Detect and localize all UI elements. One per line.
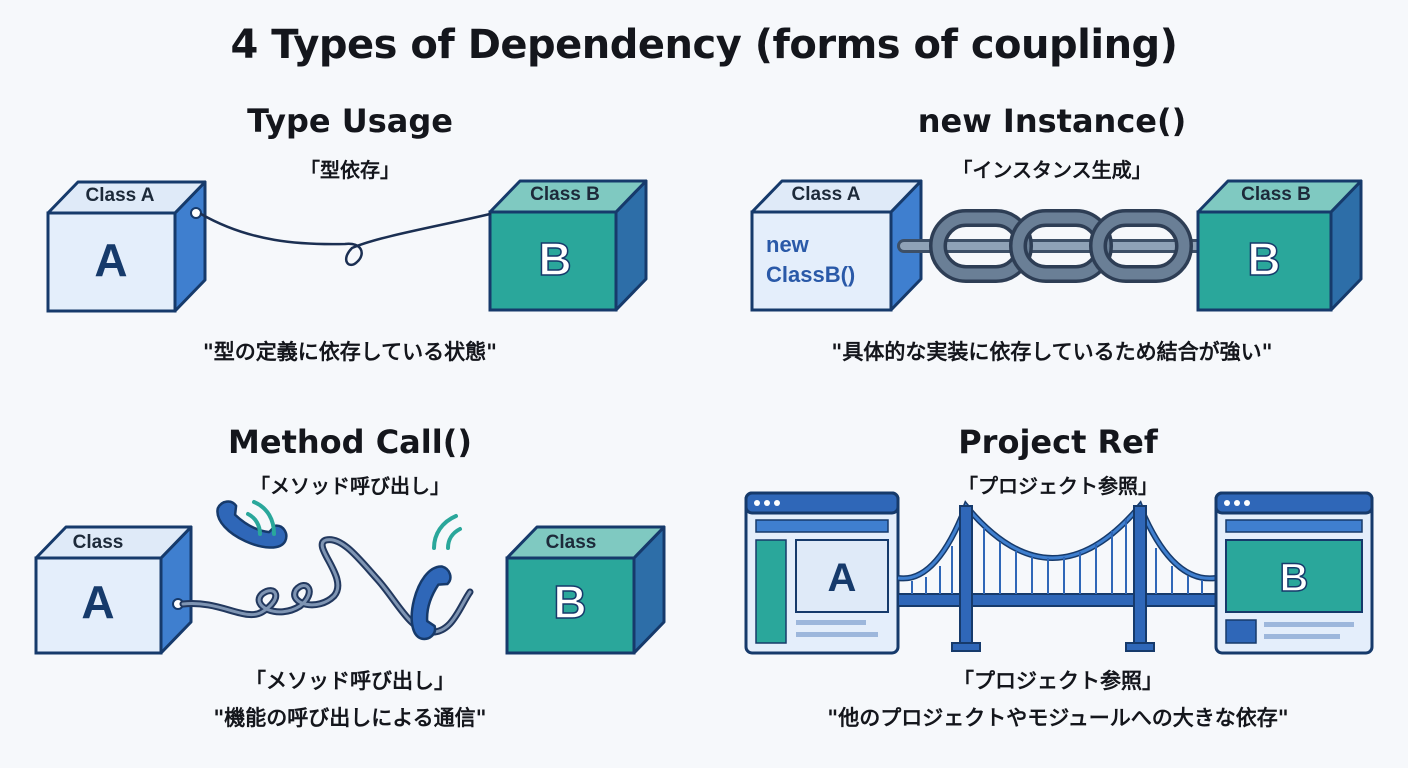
class-a-header: Class	[73, 532, 124, 553]
code-line-new: new	[766, 232, 810, 257]
class-a-letter: A	[94, 234, 127, 286]
new-instance-title: new Instance()	[917, 102, 1187, 140]
project-ref-title: Project Ref	[958, 423, 1158, 461]
phone-icon	[216, 500, 288, 549]
class-a-cube: Class A	[34, 525, 193, 655]
code-line-classb: ClassB()	[766, 262, 855, 287]
project-ref-diagram: A B	[744, 491, 1374, 655]
new-instance-diagram: Class A new ClassB() Class B B	[750, 179, 1363, 312]
class-b-header: Class B	[530, 184, 600, 205]
chain-icon	[897, 209, 1207, 283]
type-dependency-thread	[199, 212, 492, 267]
class-b-cube: Class B	[505, 525, 666, 655]
class-b-cube: Class B B	[1196, 179, 1363, 312]
class-a-cube: Class A A	[46, 180, 207, 313]
class-b-header: Class B	[1241, 184, 1311, 205]
browser-window-icon-b: B	[1214, 491, 1374, 655]
new-instance-caption: "具体的な実装に依存しているため結合が強い"	[831, 340, 1273, 364]
project-a-letter: A	[828, 556, 857, 600]
type-usage-title: Type Usage	[247, 102, 453, 140]
method-call-caption-line1: 「メソッド呼び出し」	[245, 669, 455, 693]
method-call-subtitle: 「メソッド呼び出し」	[250, 474, 450, 498]
page-title: 4 Types of Dependency (forms of coupling…	[230, 22, 1178, 68]
class-a-header: Class A	[86, 185, 155, 206]
method-call-caption-line2: "機能の呼び出しによる通信"	[213, 706, 487, 730]
project-ref-subtitle: 「プロジェクト参照」	[958, 474, 1158, 498]
method-call-diagram: Class A Class B	[34, 500, 666, 655]
phone-icon	[410, 565, 452, 641]
type-usage-diagram: Class A A Class B B	[46, 179, 648, 313]
type-usage-caption: "型の定義に依存している状態"	[202, 340, 498, 364]
class-b-letter: B	[1247, 233, 1280, 285]
project-b-letter: B	[1280, 556, 1309, 600]
type-usage-subtitle: 「型依存」	[300, 158, 400, 182]
class-b-cube: Class B B	[488, 179, 648, 312]
class-b-letter: B	[538, 233, 571, 285]
browser-window-icon-a: A	[744, 491, 900, 655]
class-a-letter: A	[81, 576, 114, 628]
method-call-title: Method Call()	[228, 423, 472, 461]
class-a-cube: Class A new ClassB()	[750, 179, 923, 312]
class-b-header: Class	[546, 532, 597, 553]
class-a-header: Class A	[792, 184, 861, 205]
signal-waves-left	[246, 500, 276, 536]
new-instance-subtitle: 「インスタンス生成」	[952, 158, 1152, 182]
bridge-icon	[897, 500, 1217, 652]
signal-waves-right	[432, 514, 462, 550]
project-ref-caption-line2: "他のプロジェクトやモジュールへの大きな依存"	[827, 706, 1289, 730]
class-b-letter: B	[553, 576, 586, 628]
project-ref-caption-line1: 「プロジェクト参照」	[953, 669, 1163, 693]
